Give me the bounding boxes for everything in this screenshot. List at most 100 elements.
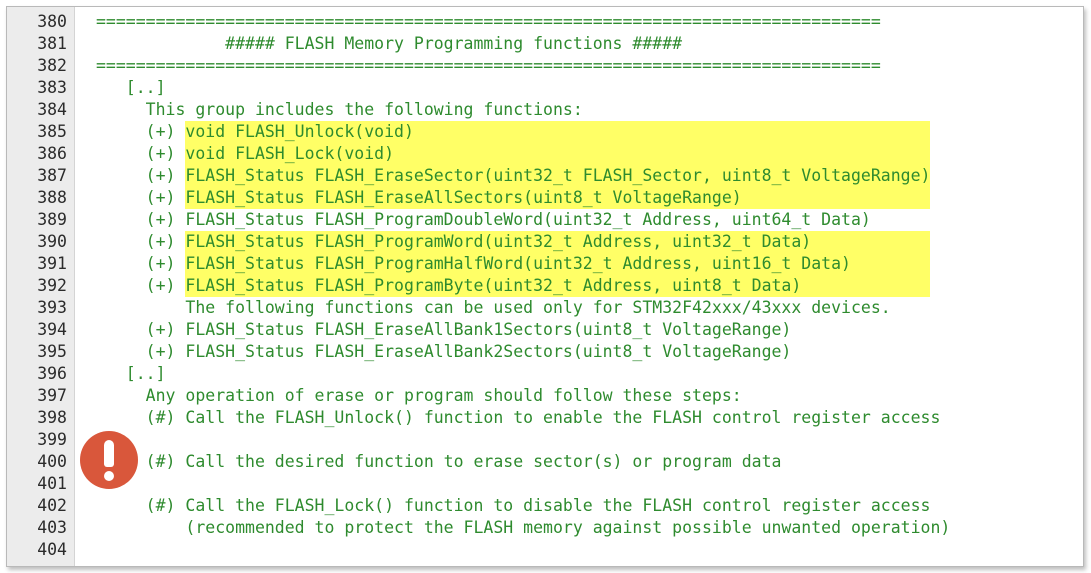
code-line[interactable]: 399 bbox=[7, 429, 1083, 451]
code-text: This group includes the following functi… bbox=[96, 99, 583, 121]
line-number: 401 bbox=[37, 474, 67, 493]
code-text-prefix: This group includes the following functi… bbox=[96, 100, 583, 119]
code-text-prefix: (#) Call the desired function to erase s… bbox=[96, 452, 782, 471]
line-number: 392 bbox=[37, 276, 67, 295]
code-line[interactable]: 388 (+) FLASH_Status FLASH_EraseAllSecto… bbox=[7, 187, 1083, 209]
code-text-prefix: (+) bbox=[96, 122, 186, 141]
line-number: 402 bbox=[37, 496, 67, 515]
highlighted-code: void FLASH_Lock(void) bbox=[185, 143, 931, 165]
code-text: (+) void FLASH_Unlock(void) bbox=[96, 121, 931, 143]
line-number: 395 bbox=[37, 342, 67, 361]
line-number: 398 bbox=[37, 408, 67, 427]
code-text-prefix: (+) FLASH_Status FLASH_EraseAllBank1Sect… bbox=[96, 320, 792, 339]
code-text-prefix: (+) bbox=[96, 166, 186, 185]
code-line[interactable]: 389 (+) FLASH_Status FLASH_ProgramDouble… bbox=[7, 209, 1083, 231]
code-text-prefix: (+) bbox=[96, 144, 186, 163]
code-line[interactable]: 384 This group includes the following fu… bbox=[7, 99, 1083, 121]
code-text: ##### FLASH Memory Programming functions… bbox=[96, 33, 682, 55]
highlighted-code: FLASH_Status FLASH_ProgramByte(uint32_t … bbox=[185, 275, 931, 297]
code-line[interactable]: 393 The following functions can be used … bbox=[7, 297, 1083, 319]
code-text: (+) FLASH_Status FLASH_ProgramHalfWord(u… bbox=[96, 253, 931, 275]
code-text-prefix: (+) FLASH_Status FLASH_ProgramDoubleWord… bbox=[96, 210, 871, 229]
code-text-prefix: (+) bbox=[96, 232, 186, 251]
code-line[interactable]: 383 [..] bbox=[7, 77, 1083, 99]
code-line[interactable]: 385 (+) void FLASH_Unlock(void) bbox=[7, 121, 1083, 143]
code-text: (+) FLASH_Status FLASH_EraseSector(uint3… bbox=[96, 165, 931, 187]
highlighted-code: FLASH_Status FLASH_ProgramWord(uint32_t … bbox=[185, 231, 931, 253]
code-text-prefix: (+) bbox=[96, 254, 186, 273]
line-number: 382 bbox=[37, 56, 67, 75]
code-area[interactable]: 380 =====================================… bbox=[7, 11, 1083, 561]
line-number: 387 bbox=[37, 166, 67, 185]
code-line[interactable]: 387 (+) FLASH_Status FLASH_EraseSector(u… bbox=[7, 165, 1083, 187]
code-line[interactable]: 386 (+) void FLASH_Lock(void) bbox=[7, 143, 1083, 165]
code-text: (+) FLASH_Status FLASH_EraseAllSectors(u… bbox=[96, 187, 931, 209]
code-text-prefix: The following functions can be used only… bbox=[96, 298, 891, 317]
line-number: 397 bbox=[37, 386, 67, 405]
code-text-prefix: Any operation of erase or program should… bbox=[96, 386, 742, 405]
highlighted-code: FLASH_Status FLASH_EraseAllSectors(uint8… bbox=[185, 187, 931, 209]
code-line[interactable]: 382=====================================… bbox=[7, 55, 1083, 77]
code-line[interactable]: 397 Any operation of erase or program sh… bbox=[7, 385, 1083, 407]
code-line[interactable]: 390 (+) FLASH_Status FLASH_ProgramWord(u… bbox=[7, 231, 1083, 253]
line-number: 394 bbox=[37, 320, 67, 339]
line-number: 381 bbox=[37, 34, 67, 53]
code-line[interactable]: 400 (#) Call the desired function to era… bbox=[7, 451, 1083, 473]
highlighted-code: FLASH_Status FLASH_ProgramHalfWord(uint3… bbox=[185, 253, 931, 275]
code-text-prefix: (#) Call the FLASH_Lock() function to di… bbox=[96, 496, 931, 515]
line-number: 391 bbox=[37, 254, 67, 273]
code-line[interactable]: 392 (+) FLASH_Status FLASH_ProgramByte(u… bbox=[7, 275, 1083, 297]
line-number: 383 bbox=[37, 78, 67, 97]
highlighted-code: void FLASH_Unlock(void) bbox=[185, 121, 931, 143]
code-line[interactable]: 381 ##### FLASH Memory Programming funct… bbox=[7, 33, 1083, 55]
code-line[interactable]: 401 bbox=[7, 473, 1083, 495]
line-number: 386 bbox=[37, 144, 67, 163]
code-text: (#) Call the FLASH_Lock() function to di… bbox=[96, 495, 931, 517]
line-number: 403 bbox=[37, 518, 67, 537]
code-line[interactable]: 404 bbox=[7, 539, 1083, 561]
highlighted-code: FLASH_Status FLASH_EraseSector(uint32_t … bbox=[185, 165, 931, 187]
alert-icon-dot bbox=[104, 471, 114, 481]
line-number: 400 bbox=[37, 452, 67, 471]
line-number: 396 bbox=[37, 364, 67, 383]
line-number: 385 bbox=[37, 122, 67, 141]
code-text-prefix: [..] bbox=[96, 364, 166, 383]
code-line[interactable]: 402 (#) Call the FLASH_Lock() function t… bbox=[7, 495, 1083, 517]
code-line[interactable]: 391 (+) FLASH_Status FLASH_ProgramHalfWo… bbox=[7, 253, 1083, 275]
code-text: (+) FLASH_Status FLASH_ProgramWord(uint3… bbox=[96, 231, 931, 253]
code-text: Any operation of erase or program should… bbox=[96, 385, 742, 407]
line-number: 380 bbox=[37, 12, 67, 31]
code-text: (+) FLASH_Status FLASH_ProgramDoubleWord… bbox=[96, 209, 871, 231]
alert-icon-bar bbox=[104, 440, 114, 467]
code-text: The following functions can be used only… bbox=[96, 297, 891, 319]
code-line[interactable]: 380 =====================================… bbox=[7, 11, 1083, 33]
code-line[interactable]: 396 [..] bbox=[7, 363, 1083, 385]
exclamation-alert-icon bbox=[80, 431, 138, 489]
line-number: 399 bbox=[37, 430, 67, 449]
code-text: (#) Call the desired function to erase s… bbox=[96, 451, 782, 473]
code-text: (+) FLASH_Status FLASH_ProgramByte(uint3… bbox=[96, 275, 931, 297]
line-number: 384 bbox=[37, 100, 67, 119]
code-text: ========================================… bbox=[96, 11, 881, 33]
code-text: (+) void FLASH_Lock(void) bbox=[96, 143, 931, 165]
code-text-prefix: (recommended to protect the FLASH memory… bbox=[96, 518, 951, 537]
code-text: (#) Call the FLASH_Unlock() function to … bbox=[96, 407, 941, 429]
code-text: (+) FLASH_Status FLASH_EraseAllBank2Sect… bbox=[96, 341, 792, 363]
line-number: 404 bbox=[37, 540, 67, 559]
code-text: [..] bbox=[96, 363, 166, 385]
code-text-prefix: ========================================… bbox=[96, 12, 881, 31]
line-number: 393 bbox=[37, 298, 67, 317]
code-text: [..] bbox=[96, 77, 166, 99]
code-line[interactable]: 403 (recommended to protect the FLASH me… bbox=[7, 517, 1083, 539]
line-number: 390 bbox=[37, 232, 67, 251]
code-text: (+) FLASH_Status FLASH_EraseAllBank1Sect… bbox=[96, 319, 792, 341]
code-line[interactable]: 395 (+) FLASH_Status FLASH_EraseAllBank2… bbox=[7, 341, 1083, 363]
code-line[interactable]: 394 (+) FLASH_Status FLASH_EraseAllBank1… bbox=[7, 319, 1083, 341]
code-text-prefix: (#) Call the FLASH_Unlock() function to … bbox=[96, 408, 941, 427]
line-number-gutter bbox=[7, 7, 75, 566]
code-text-prefix: (+) bbox=[96, 188, 186, 207]
code-text-prefix: (+) FLASH_Status FLASH_EraseAllBank2Sect… bbox=[96, 342, 792, 361]
code-text-prefix: ##### FLASH Memory Programming functions… bbox=[96, 34, 683, 53]
code-text-prefix: [..] bbox=[96, 78, 166, 97]
code-line[interactable]: 398 (#) Call the FLASH_Unlock() function… bbox=[7, 407, 1083, 429]
